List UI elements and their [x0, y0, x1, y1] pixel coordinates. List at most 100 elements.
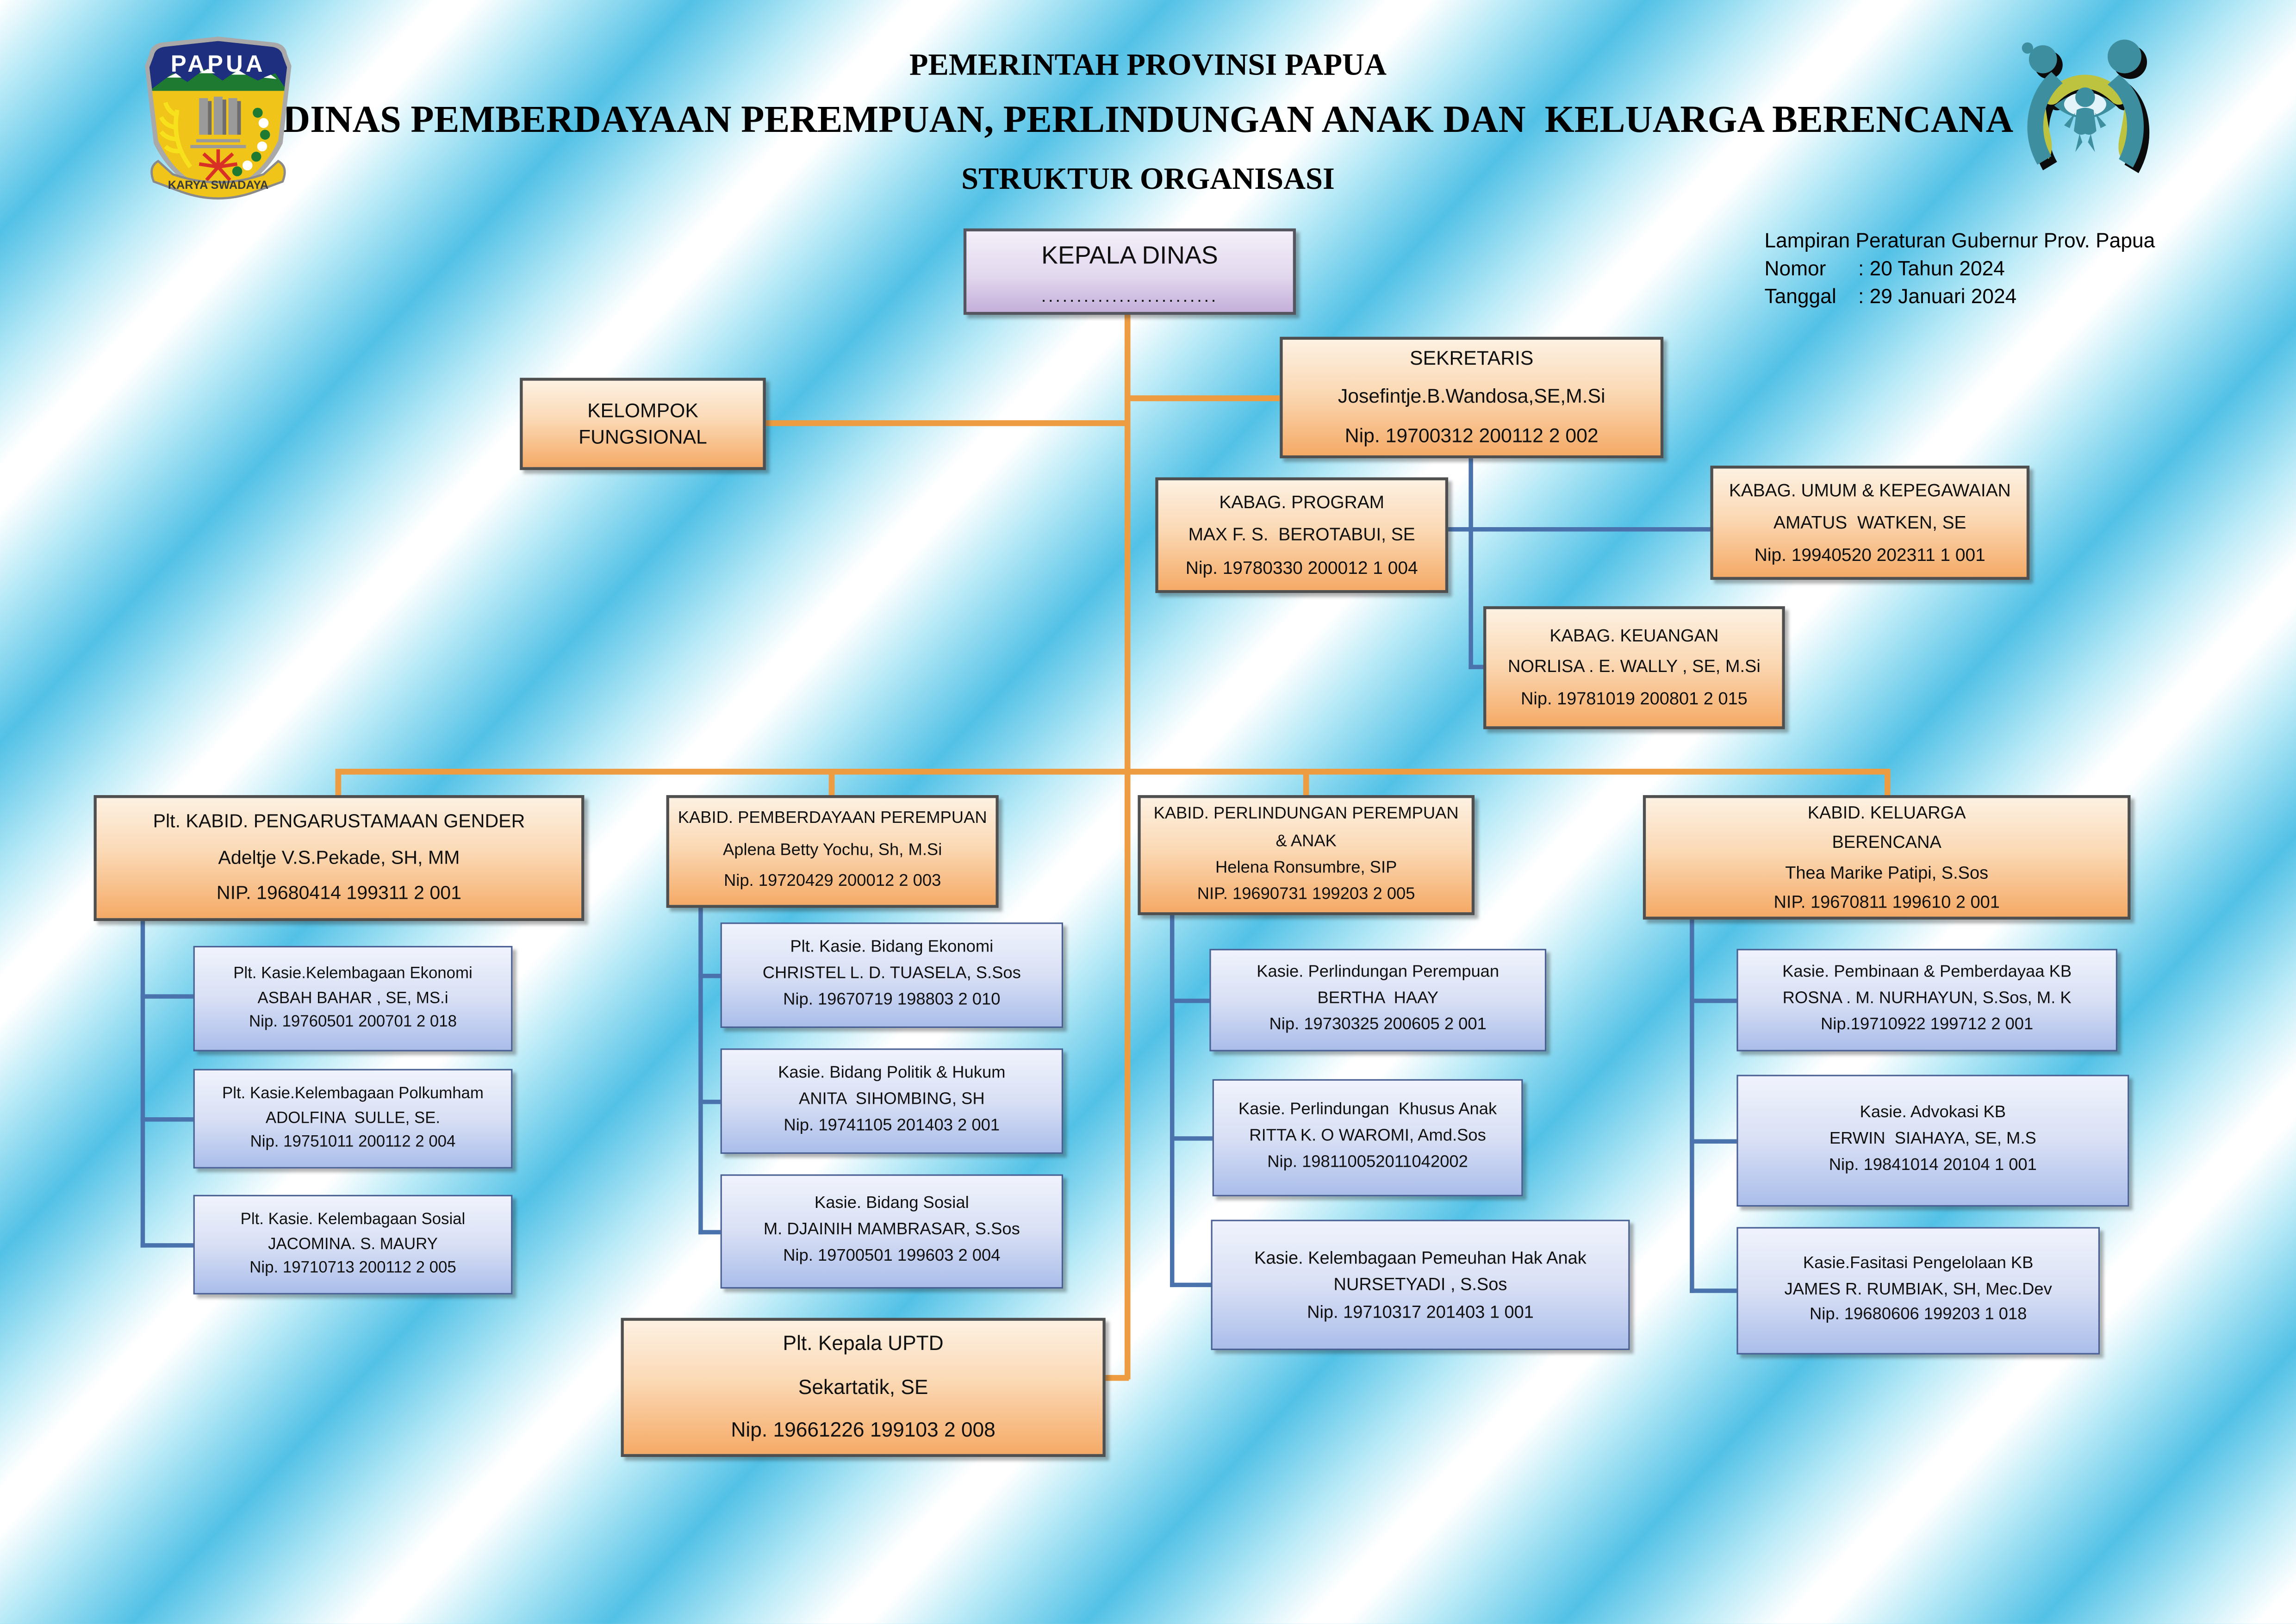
connector-div3-vertical [1170, 915, 1175, 1288]
connector-div4-stub1 [1690, 998, 1737, 1003]
kasie-nip: Nip. 198110052011042002 [1267, 1153, 1468, 1171]
kasie-nip: Nip. 19741105 201403 2 001 [784, 1117, 1000, 1135]
kabag-umum-nip: Nip. 19940520 202311 1 001 [1754, 545, 1985, 566]
regulation-note: Lampiran Peraturan Gubernur Prov. Papua … [1764, 227, 2155, 309]
kabid-pemberdayaan-nip: Nip. 19720429 200012 2 003 [723, 873, 941, 891]
connector-div4-stub2 [1690, 1139, 1737, 1144]
kabid-gender-name: Adeltje V.S.Pekade, SH, MM [218, 846, 460, 868]
kasie-title: Plt. Kasie. Bidang Ekonomi [790, 939, 994, 957]
node-kabag-keuangan: KABAG. KEUANGAN NORLISA . E. WALLY , SE,… [1483, 606, 1785, 729]
crest-flower [199, 149, 238, 181]
connector-uptd-stub [1105, 1375, 1129, 1381]
kabag-program-name: MAX F. S. BEROTABUI, SE [1188, 525, 1415, 546]
kasie-title: Kasie. Advokasi KB [1860, 1104, 2006, 1122]
family-planning-logo [2015, 38, 2156, 192]
node-kasie-kelembagaan-sosial: Plt. Kasie. Kelembagaan Sosial JACOMINA.… [193, 1195, 513, 1294]
kasie-name: ADOLFINA SULLE, SE. [265, 1109, 441, 1127]
kabag-keuangan-nip: Nip. 19781019 200801 2 015 [1521, 688, 1748, 709]
connector-div3-stub1 [1170, 998, 1210, 1003]
node-kabid-gender: Plt. KABID. PENGARUSTAMAAN GENDER Adeltj… [93, 795, 585, 921]
kepala-dinas-dots: ......................... [1041, 285, 1219, 306]
connector-sek-v2 [1468, 527, 1473, 669]
connector-sekretaris-horizontal [1126, 395, 1280, 401]
kabid-perlindungan-title1: KABID. PERLINDUNGAN PEREMPUAN [1153, 805, 1459, 823]
kasie-title: Kasie. Pembinaan & Pemberdayaa KB [1782, 964, 2072, 982]
kabag-umum-name: AMATUS WATKEN, SE [1773, 512, 1966, 533]
page-title-structure: STRUKTUR ORGANISASI [961, 161, 1335, 196]
kabag-umum-title: KABAG. UMUM & KEPEGAWAIAN [1729, 480, 2011, 501]
kasie-nip: Nip. 19700501 199603 2 004 [783, 1247, 1001, 1265]
node-kasie-bidang-ekonomi: Plt. Kasie. Bidang Ekonomi CHRISTEL L. D… [720, 922, 1063, 1028]
kasie-name: M. DJAINIH MAMBRASAR, S.Sos [763, 1221, 1020, 1239]
node-kasie-perlindungan-khusus-anak: Kasie. Perlindungan Khusus Anak RITTA K.… [1212, 1079, 1523, 1196]
kabag-program-nip: Nip. 19780330 200012 1 004 [1185, 557, 1418, 578]
kabid-perlindungan-name: Helena Ronsumbre, SIP [1215, 859, 1397, 877]
connector-div2-stub1 [698, 973, 721, 978]
kasie-title: Kasie. Bidang Politik & Hukum [778, 1065, 1006, 1083]
kabid-gender-title: Plt. KABID. PENGARUSTAMAAN GENDER [153, 809, 525, 832]
kasie-nip: Nip. 19710317 201403 1 001 [1307, 1301, 1534, 1322]
connector-div4-vertical [1690, 919, 1694, 1293]
kabid-gender-nip: NIP. 19680414 199311 2 001 [216, 882, 461, 904]
kabid-pemberdayaan-title: KABID. PEMBERDAYAAN PEREMPUAN [678, 809, 987, 827]
kelompok-line1: KELOMPOK [587, 399, 698, 422]
kasie-name: ASBAH BAHAR , SE, MS.i [257, 989, 448, 1007]
kelompok-line2: FUNGSIONAL [579, 425, 707, 448]
node-kelompok-fungsional: KELOMPOK FUNGSIONAL [520, 378, 766, 470]
connector-kabid1-stub [335, 769, 341, 798]
node-kabid-keluarga-berencana: KABID. KELUARGA BERENCANA Thea Marike Pa… [1643, 795, 2131, 920]
node-kabid-pemberdayaan: KABID. PEMBERDAYAAN PEREMPUAN Aplena Bet… [666, 795, 999, 908]
node-kasie-pemeuhan-hak-anak: Kasie. Kelembagaan Pemeuhan Hak Anak NUR… [1211, 1220, 1630, 1350]
connector-div2-vertical [698, 908, 703, 1235]
connector-div3-stub3 [1170, 1282, 1211, 1288]
connector-kelompok-horizontal [765, 420, 1128, 426]
kasie-title: Plt. Kasie.Kelembagaan Polkumham [222, 1085, 484, 1103]
connector-kabid-main-horizontal [336, 769, 1888, 774]
connector-div2-stub2 [698, 1100, 721, 1104]
uptd-title: Plt. Kepala UPTD [783, 1332, 944, 1355]
node-kasie-pembinaan-kb: Kasie. Pembinaan & Pemberdayaa KB ROSNA … [1736, 949, 2117, 1052]
sekretaris-title: SEKRETARIS [1409, 347, 1534, 369]
node-kasie-fasilitasi-kb: Kasie.Fasitasi Pengelolaan KB JAMES R. R… [1736, 1227, 2100, 1355]
kasie-name: NURSETYADI , S.Sos [1333, 1274, 1507, 1295]
kasie-name: BERTHA HAAY [1317, 990, 1438, 1008]
node-kabag-umum: KABAG. UMUM & KEPEGAWAIAN AMATUS WATKEN,… [1710, 466, 2030, 580]
crest-shield-text: PAPUA [171, 50, 266, 77]
kabag-program-title: KABAG. PROGRAM [1219, 492, 1385, 513]
node-kasie-kelembagaan-ekonomi: Plt. Kasie.Kelembagaan Ekonomi ASBAH BAH… [193, 946, 513, 1052]
kepala-dinas-title: KEPALA DINAS [1041, 242, 1218, 270]
kasie-nip: Nip. 19751011 200112 2 004 [250, 1133, 456, 1151]
kasie-nip: Nip. 19710713 200112 2 005 [249, 1259, 456, 1277]
node-kepala-dinas: KEPALA DINAS ......................... [963, 228, 1296, 315]
node-kasie-advokasi-kb: Kasie. Advokasi KB ERWIN SIAHAYA, SE, M.… [1736, 1075, 2129, 1207]
kasie-nip: Nip. 19680606 199203 1 018 [1809, 1307, 2027, 1325]
kasie-title: Kasie. Bidang Sosial [814, 1195, 969, 1213]
kabag-keuangan-name: NORLISA . E. WALLY , SE, M.Si [1508, 656, 1761, 677]
node-kepala-uptd: Plt. Kepala UPTD Sekartatik, SE Nip. 196… [621, 1318, 1106, 1457]
regulation-note-tanggal: Tanggal: 29 Januari 2024 [1764, 283, 2017, 307]
node-sekretaris: SEKRETARIS Josefintje.B.Wandosa,SE,M.Si … [1280, 336, 1664, 459]
regulation-note-nomor: Nomor: 20 Tahun 2024 [1764, 255, 2005, 280]
crest-ribbon [150, 160, 286, 199]
kasie-name: RITTA K. O WAROMI, Amd.Sos [1249, 1127, 1486, 1145]
kabid-kb-title1: KABID. KELUARGA [1807, 802, 1966, 823]
connector-div1-vertical [140, 921, 145, 1248]
connector-sek-h1 [1448, 527, 1715, 532]
kasie-title: Kasie. Perlindungan Perempuan [1257, 964, 1500, 982]
node-kasie-bidang-politik-hukum: Kasie. Bidang Politik & Hukum ANITA SIHO… [720, 1048, 1063, 1154]
papua-crest-logo: PAPUA [141, 32, 296, 218]
connector-div1-stub1 [140, 994, 193, 999]
kabag-keuangan-title: KABAG. KEUANGAN [1549, 624, 1719, 646]
kasie-name: JACOMINA. S. MAURY [268, 1235, 438, 1253]
kabid-perlindungan-title2: & ANAK [1276, 833, 1337, 850]
kasie-title: Plt. Kasie. Kelembagaan Sosial [240, 1211, 466, 1229]
kasie-title: Plt. Kasie.Kelembagaan Ekonomi [233, 965, 473, 983]
node-kasie-kelembagaan-polkumham: Plt. Kasie.Kelembagaan Polkumham ADOLFIN… [193, 1069, 513, 1169]
kasie-nip: Nip. 19670719 198803 2 010 [783, 991, 1001, 1009]
kabid-kb-name: Thea Marike Patipi, S.Sos [1785, 861, 1989, 883]
kabid-kb-title2: BERENCANA [1832, 832, 1941, 852]
connector-kabid4-stub [1884, 769, 1890, 798]
kabid-kb-nip: NIP. 19670811 199610 2 001 [1773, 891, 2000, 912]
kasie-title: Kasie.Fasitasi Pengelolaan KB [1803, 1254, 2034, 1272]
